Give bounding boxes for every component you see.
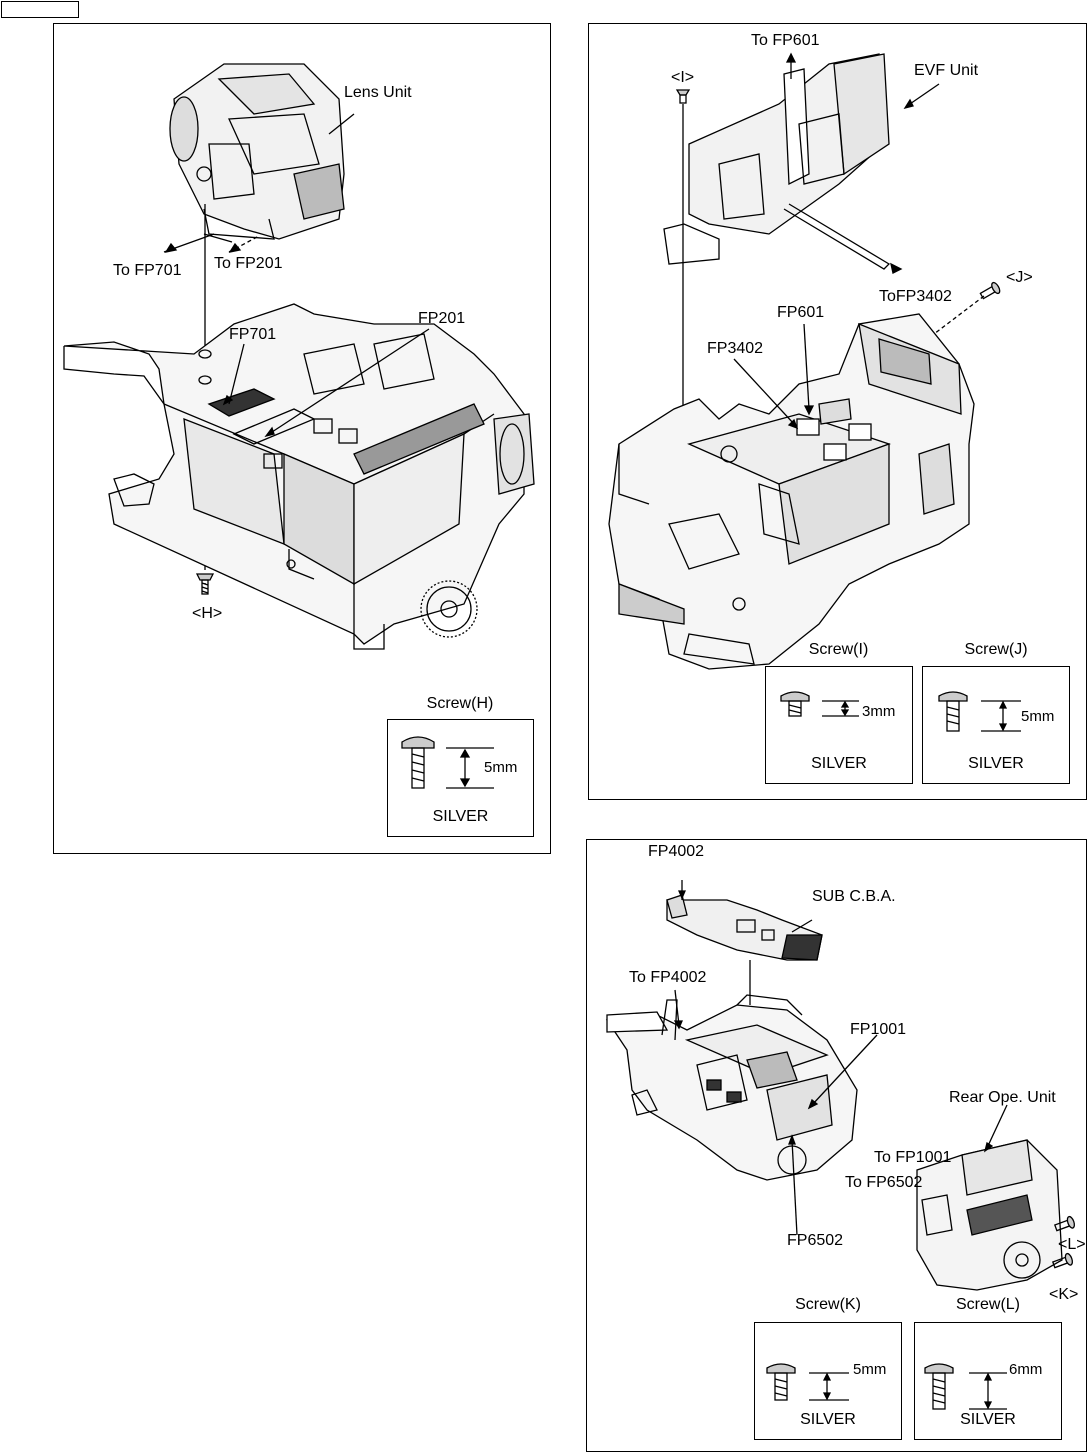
screw-k-caption: Screw(K) [795, 1296, 861, 1313]
label-to-fp6502: To FP6502 [845, 1174, 923, 1191]
label-sub-cba: SUB C.B.A. [812, 888, 896, 905]
lens-unit-drawing [63, 63, 535, 789]
panel-lens-unit-removal: Lens Unit To FP701 To FP201 FP701 FP201 … [53, 23, 551, 854]
label-to-fp4002: To FP4002 [629, 969, 707, 986]
screw-h-caption: Screw(H) [426, 695, 494, 712]
label-evf-unit: EVF Unit [914, 62, 979, 79]
label-rear-ope-unit: Rear Ope. Unit [949, 1089, 1056, 1106]
screw-l-caption: Screw(L) [955, 1296, 1020, 1313]
screw-h-spec-box: 5mm SILVER [387, 719, 534, 837]
screw-i-finish: SILVER [811, 755, 867, 772]
screw-l-size: 6mm [1009, 1361, 1043, 1378]
label-fp701: FP701 [229, 326, 277, 343]
label-lens-unit: Lens Unit [344, 84, 412, 101]
screw-h-finish: SILVER [432, 808, 489, 825]
panel-evf-unit-removal: To FP601 EVF Unit <I> ToFP3402 <J> FP601… [588, 23, 1087, 800]
evf-unit-drawing [608, 52, 1021, 732]
sub-cba-drawing [605, 880, 1076, 1410]
screw-j-finish: SILVER [968, 755, 1024, 772]
screw-j-spec-box: 5mm SILVER [922, 666, 1070, 784]
screw-j-size: 5mm [1021, 708, 1055, 725]
screw-l-spec-box: 6mm SILVER [914, 1322, 1062, 1440]
label-fp6502: FP6502 [787, 1232, 844, 1249]
screw-l-finish: SILVER [960, 1411, 1016, 1428]
label-fp4002: FP4002 [648, 843, 705, 860]
label-to-fp701: To FP701 [113, 262, 182, 279]
screw-i-size: 3mm [862, 703, 896, 720]
label-fp3402: FP3402 [707, 340, 764, 357]
label-screw-k-marker: <K> [1049, 1286, 1079, 1303]
label-to-fp3402: ToFP3402 [879, 288, 952, 305]
label-fp201: FP201 [418, 310, 466, 327]
page-tab [1, 1, 79, 18]
label-to-fp1001: To FP1001 [874, 1149, 952, 1166]
label-screw-i-marker: <I> [671, 69, 695, 86]
label-screw-j-marker: <J> [1006, 269, 1033, 286]
screw-k-size: 5mm [853, 1361, 887, 1378]
screw-h-size: 5mm [484, 759, 518, 776]
label-fp601: FP601 [777, 304, 825, 321]
screw-j-caption: Screw(J) [964, 641, 1028, 658]
panel-sub-cba-removal: FP4002 SUB C.B.A. To FP4002 FP1001 Rear … [586, 839, 1087, 1452]
label-to-fp201: To FP201 [214, 255, 283, 272]
label-to-fp601: To FP601 [751, 32, 820, 49]
screw-i-spec-box: 3mm SILVER [765, 666, 913, 784]
label-fp1001: FP1001 [850, 1021, 907, 1038]
screw-k-finish: SILVER [800, 1411, 856, 1428]
label-screw-h-marker: <H> [192, 605, 223, 622]
label-screw-l-marker: <L> [1058, 1236, 1086, 1253]
screw-i-caption: Screw(I) [808, 641, 869, 658]
screw-k-spec-box: 5mm SILVER [754, 1322, 902, 1440]
